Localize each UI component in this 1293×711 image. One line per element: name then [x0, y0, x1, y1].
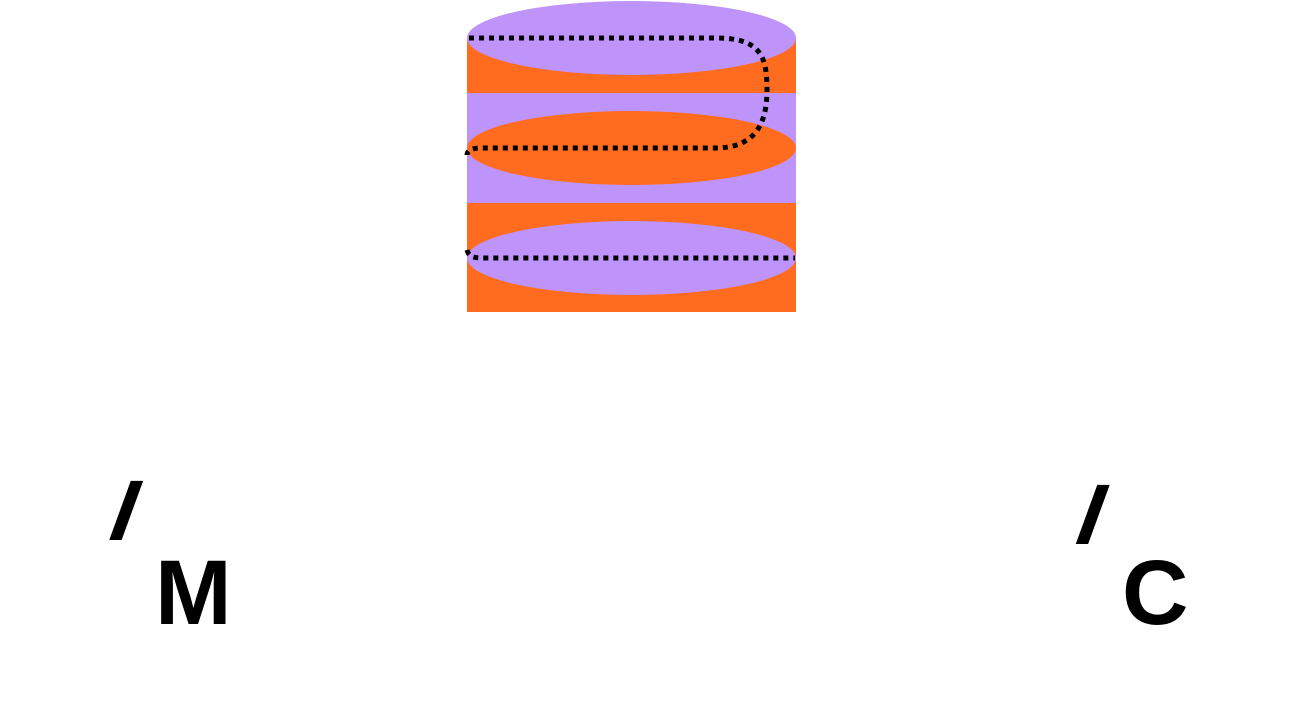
- label-left: I M: [97, 463, 232, 644]
- serpentine-path: [464, 35, 795, 261]
- layer-2-ellipse: [467, 111, 796, 185]
- label-left-symbol: I: [97, 463, 156, 559]
- label-right-subscript: C: [1122, 542, 1188, 644]
- label-left-subscript: M: [155, 542, 232, 644]
- label-right: I C: [1063, 467, 1188, 644]
- layer-3-ellipse: [467, 221, 796, 295]
- label-right-symbol: I: [1063, 467, 1122, 563]
- layer-stack: [464, 1, 796, 312]
